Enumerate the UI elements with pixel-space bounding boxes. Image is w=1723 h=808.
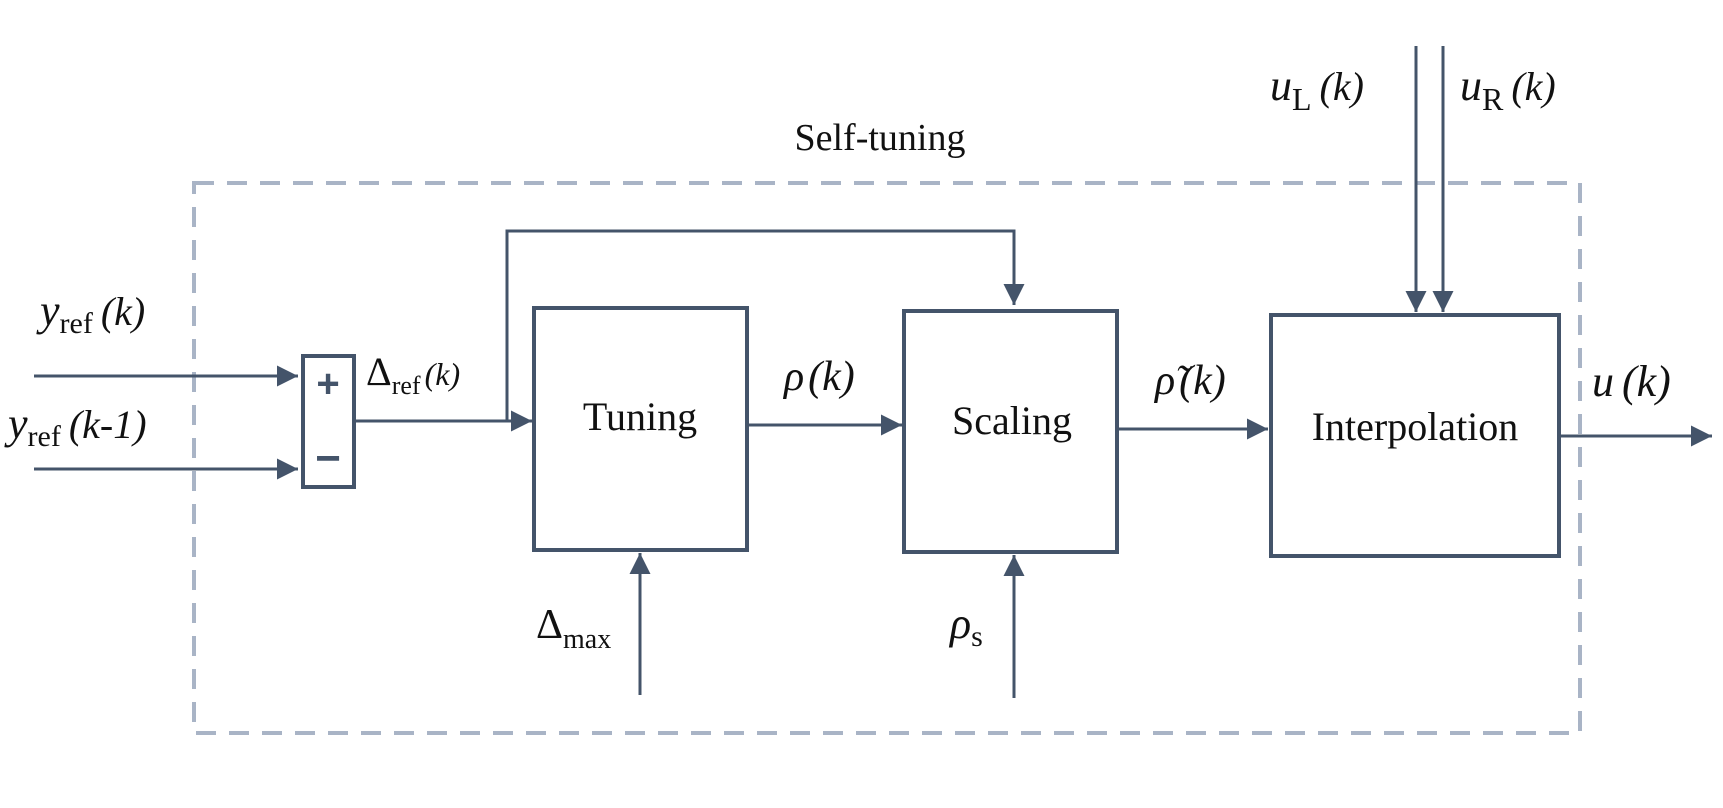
interpolation-block xyxy=(1269,313,1561,558)
summer-plus-sign: + xyxy=(316,362,339,406)
label-rho-tilde-k: ρ̃(k) xyxy=(1153,358,1226,404)
label-u-k: u(k) xyxy=(1592,357,1671,406)
label-yref-k-minus-1: yref(k-1) xyxy=(4,399,147,453)
self-tuning-region xyxy=(192,181,1582,735)
label-yref-k: yref(k) xyxy=(36,286,145,340)
label-delta-ref-k: Δref(k) xyxy=(366,349,460,400)
label-delta-max: Δmax xyxy=(536,602,611,655)
tuning-block-label: Tuning xyxy=(583,394,697,439)
scaling-block-label: Scaling xyxy=(952,398,1072,443)
scaling-block xyxy=(902,309,1119,554)
interpolation-block-label: Interpolation xyxy=(1312,404,1519,449)
label-uL-k: uL(k) xyxy=(1270,61,1364,117)
summer-minus-sign: − xyxy=(315,434,341,483)
self-tuning-title: Self-tuning xyxy=(795,117,966,159)
label-uR-k: uR(k) xyxy=(1460,61,1556,117)
label-rho-s: ρs xyxy=(948,599,983,653)
label-rho-k: ρ(k) xyxy=(782,354,855,400)
summing-junction xyxy=(301,354,356,489)
tuning-block xyxy=(532,306,749,552)
